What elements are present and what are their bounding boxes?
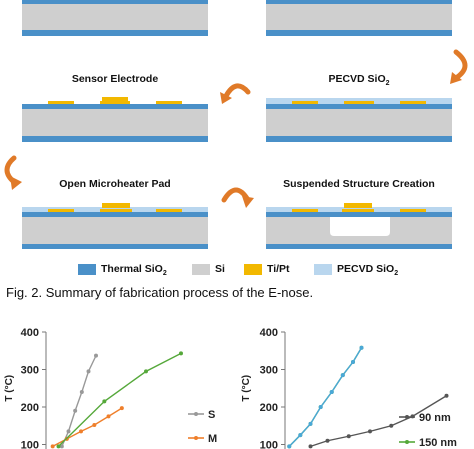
data-point (59, 444, 64, 449)
data-point (308, 421, 313, 426)
fabrication-diagram (4, 0, 468, 249)
process-arrow-4 (221, 187, 254, 208)
y-tick-label: 400 (260, 327, 278, 339)
legend-label-thermal-sio2: Thermal SiO2 (101, 263, 167, 278)
data-point (340, 373, 345, 378)
legend-label: 90 nm (419, 412, 451, 424)
data-point (73, 408, 78, 413)
legend-swatch-si (192, 264, 210, 275)
y-tick-label: 100 (21, 440, 39, 449)
data-point (298, 433, 303, 438)
legend-label: 150 nm (419, 437, 457, 449)
data-point (325, 438, 330, 443)
process-arrow-2 (450, 49, 468, 84)
y-tick-label: 100 (260, 440, 278, 449)
data-point (66, 429, 71, 434)
figure-caption: Fig. 2. Summary of fabrication process o… (6, 285, 314, 300)
process-arrow-3 (4, 155, 22, 190)
series-line (288, 347, 363, 447)
data-point (94, 353, 98, 358)
step-title-open-pad: Open Microheater Pad (59, 178, 171, 190)
step-title-pecvd: PECVD SiO2 (328, 73, 390, 88)
data-point (308, 444, 313, 449)
y-tick-label: 300 (21, 365, 39, 377)
process-arrow-1 (220, 83, 251, 104)
data-point (102, 399, 107, 404)
legend-marker (194, 412, 198, 416)
legend-label-pecvd-sio2: PECVD SiO2 (337, 263, 399, 278)
chart-left: 100 200 300 400 T (°C) SM (4, 327, 217, 449)
y-tick-label: 200 (260, 402, 278, 414)
data-point (351, 360, 355, 364)
legend-marker (405, 415, 409, 419)
data-point (50, 444, 55, 449)
data-point (119, 406, 124, 411)
stack-suspended (266, 203, 452, 249)
data-point (368, 429, 372, 434)
series-line (288, 347, 363, 447)
data-point (329, 390, 334, 394)
data-point (346, 434, 351, 439)
chart-right: 100 200 300 400 T (°C) 90 nm 150 nm (241, 327, 457, 449)
data-point (144, 369, 148, 374)
series-line (52, 407, 123, 447)
series-line (61, 355, 97, 447)
data-point (79, 429, 83, 434)
legend-marker (194, 436, 198, 440)
data-point (56, 444, 61, 449)
step-title-suspended: Suspended Structure Creation (283, 178, 435, 190)
series-line (58, 352, 182, 447)
legend-swatch-tipt (244, 264, 262, 275)
data-point (359, 345, 364, 350)
data-point (179, 351, 183, 356)
y-axis-label: T (°C) (4, 375, 15, 402)
legend-swatch-thermal-sio2 (78, 264, 96, 275)
step-title-sensor-electrode: Sensor Electrode (71, 73, 159, 85)
data-point (444, 393, 449, 398)
y-tick-label: 200 (21, 402, 39, 414)
legend-label-si: Si (215, 263, 225, 275)
data-point (92, 423, 97, 427)
y-axis-label: T (°C) (241, 375, 252, 402)
data-point (389, 423, 394, 428)
legend-marker (405, 440, 409, 444)
data-point (86, 369, 91, 374)
data-point (318, 405, 323, 409)
data-point (287, 444, 292, 449)
data-point (79, 390, 84, 394)
y-tick-label: 400 (21, 327, 39, 339)
stack-sensor-electrode (22, 97, 208, 142)
legend-swatch-pecvd-sio2 (314, 264, 332, 275)
legend-label: S (208, 409, 215, 421)
legend-label: M (208, 433, 217, 445)
stack-initial-left (22, 0, 208, 36)
stack-open-pad (22, 203, 208, 249)
stack-initial-right (266, 0, 452, 36)
y-tick-label: 300 (260, 365, 278, 377)
stack-pecvd (266, 98, 452, 142)
legend-label-tipt: Ti/Pt (267, 263, 290, 275)
data-point (106, 414, 111, 419)
